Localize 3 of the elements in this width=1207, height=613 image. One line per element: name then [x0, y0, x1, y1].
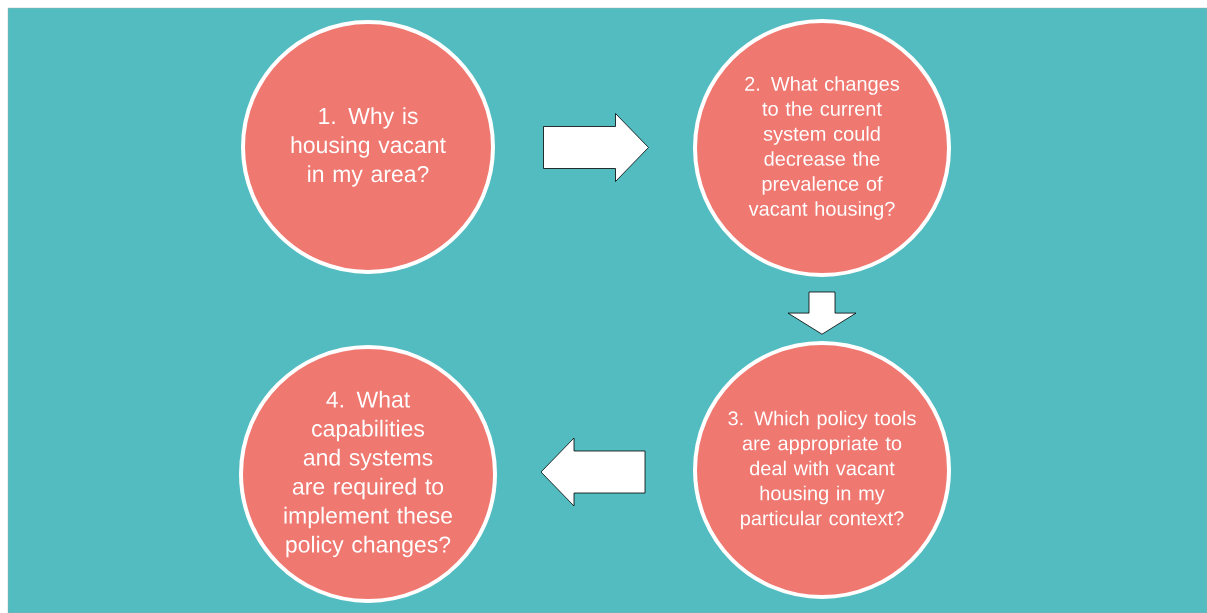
- block-arrow: [787, 291, 857, 335]
- block-arrow: [543, 113, 649, 182]
- block-arrow: [540, 437, 646, 507]
